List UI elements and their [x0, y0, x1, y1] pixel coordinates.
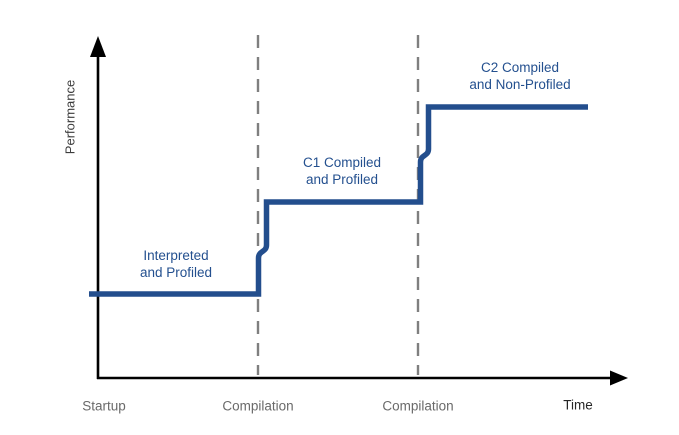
y-axis-arrow-icon: [90, 36, 106, 57]
x-annotation-compilation-1: Compilation: [222, 398, 294, 414]
x-axis-arrow-icon: [610, 370, 628, 386]
x-axis-label: Time: [563, 397, 593, 413]
y-axis-label: Performance: [62, 79, 78, 155]
stage-label-c1-compiled: C1 Compiled and Profiled: [303, 154, 381, 188]
stage-label-line: and Profiled: [139, 265, 213, 280]
stage-label-line: and Non-Profiled: [469, 77, 571, 92]
stage-label-line: Interpreted: [143, 248, 209, 263]
x-annotation-startup: Startup: [82, 398, 126, 414]
performance-step-line: [89, 104, 588, 297]
x-annotation-compilation-2: Compilation: [382, 398, 454, 414]
stage-label-line: C1 Compiled: [302, 155, 382, 170]
stage-label-interpreted: Interpreted and Profiled: [140, 247, 212, 281]
stage-label-line: and Profiled: [305, 172, 379, 187]
stage-label-line: C2 Compiled: [480, 60, 560, 75]
stage-label-c2-compiled: C2 Compiled and Non-Profiled: [469, 59, 570, 93]
